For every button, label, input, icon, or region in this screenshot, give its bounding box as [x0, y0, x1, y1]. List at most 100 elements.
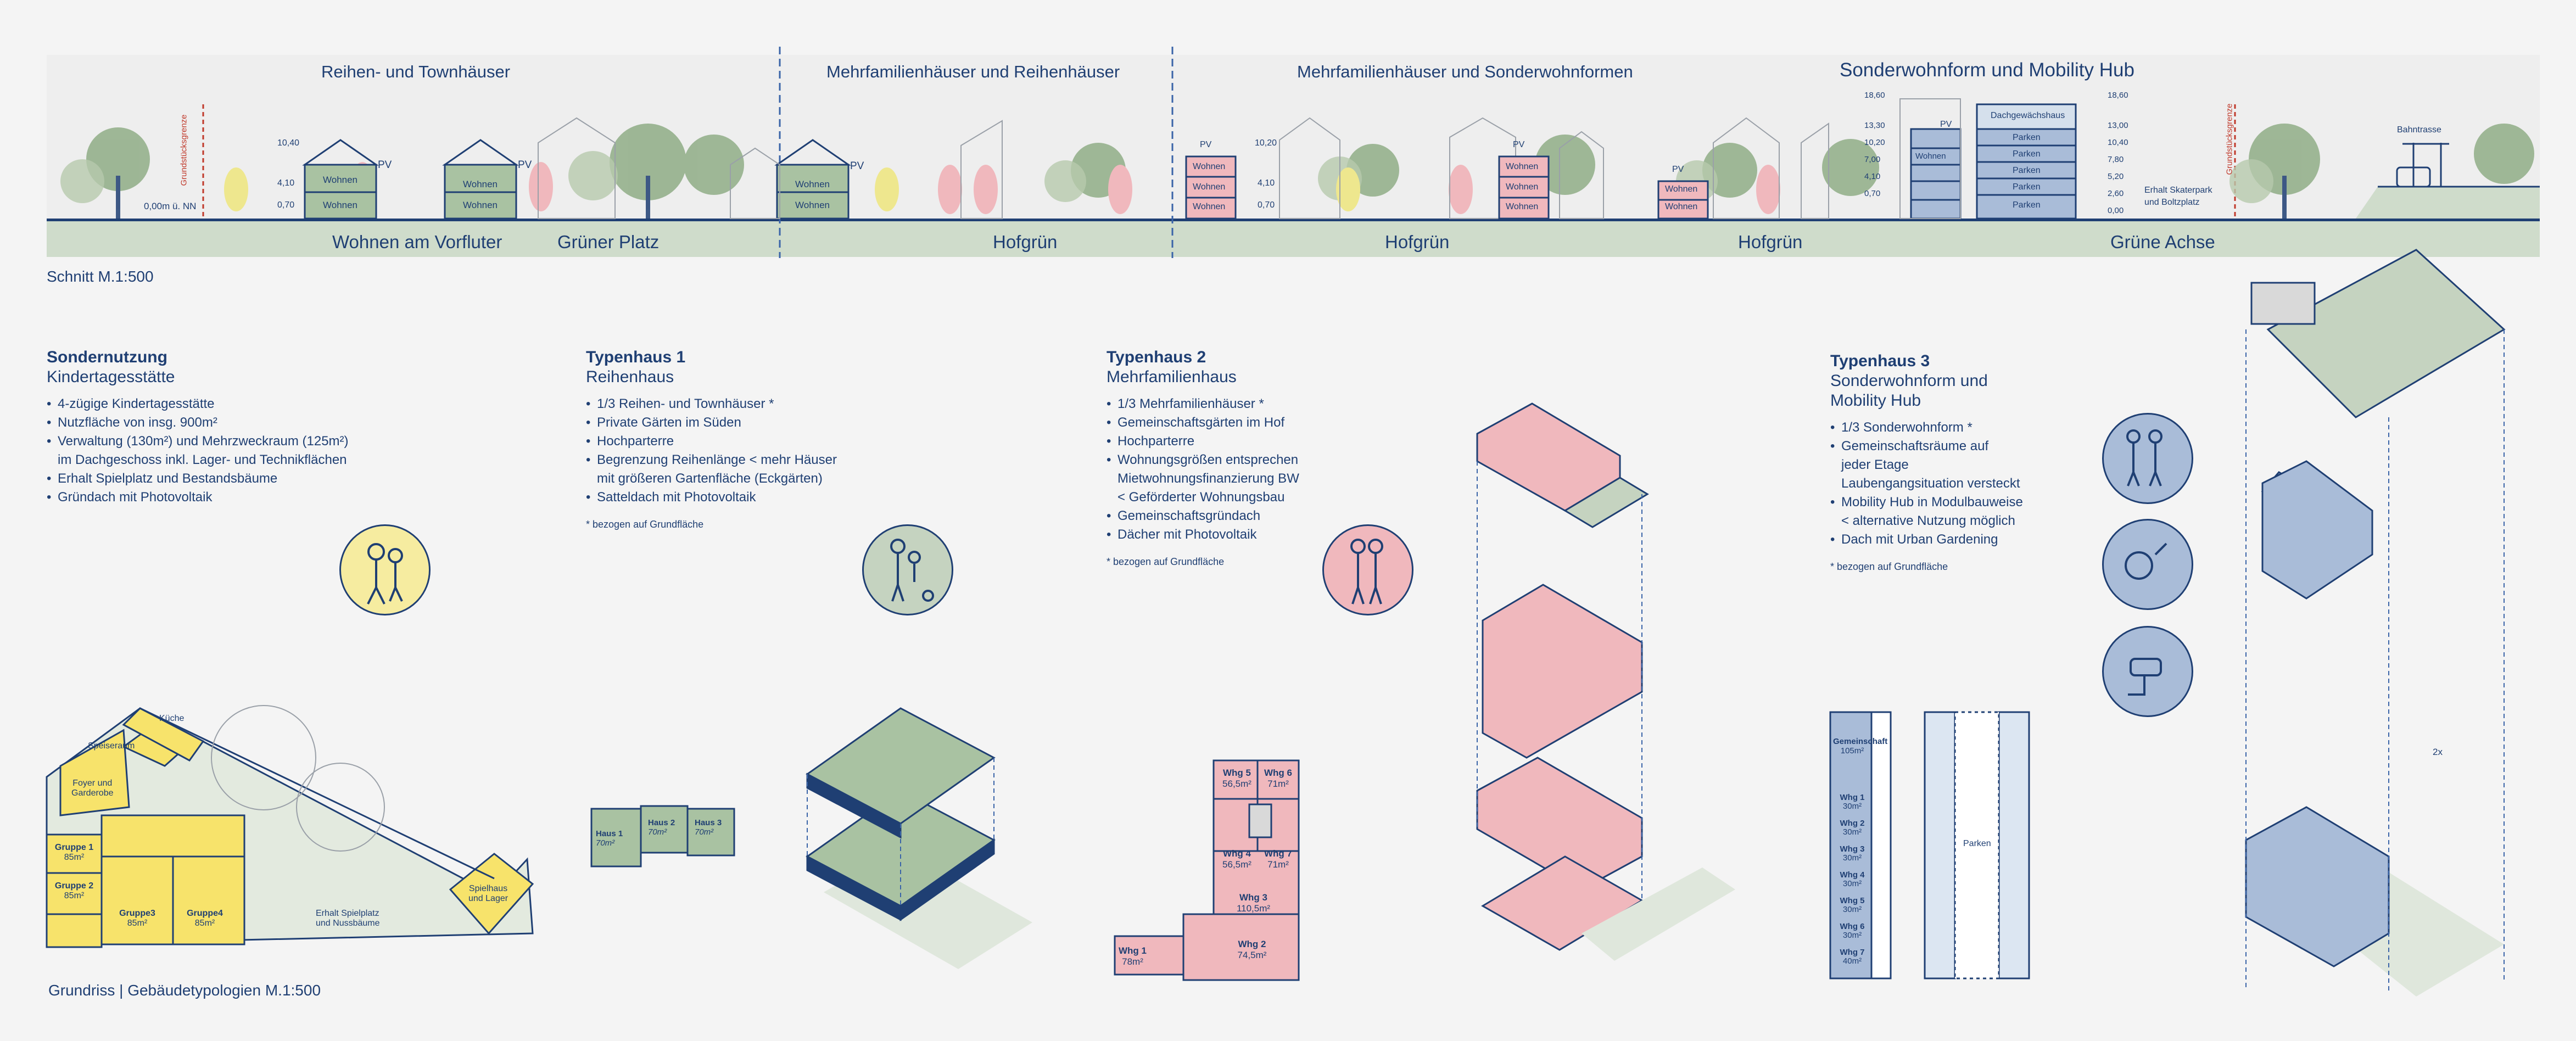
- kita-spielhaus: Spielhaus und Lager: [468, 884, 509, 903]
- hub-unit-area: 30m²: [1842, 905, 1862, 914]
- green-label-hofgruen-2: Hofgrün: [1385, 232, 1450, 252]
- axo-2x-label: 2x: [2433, 747, 2443, 757]
- section-wohnen-6b: Wohnen: [1665, 202, 1698, 211]
- block-note: * bezogen auf Grundfläche: [586, 519, 704, 530]
- couple-icon: [1322, 524, 1413, 615]
- list-item: Nutzfläche von insg. 900m²: [47, 413, 398, 432]
- section-wohnen-4c: Wohnen: [1193, 202, 1226, 211]
- hub-level-r0: 18,60: [2108, 91, 2128, 100]
- section-pv-7: PV: [1940, 120, 1952, 129]
- block-note: * bezogen auf Grundfläche: [1107, 556, 1225, 567]
- hub-levels-right: 18,60 13,00 10,40 7,80 5,20 2,60 0,00: [2108, 87, 2128, 219]
- hub-level-r6: 0,00: [2108, 206, 2124, 215]
- zone-title-mfh-sonderwohnformen: Mehrfamilienhäuser und Sonderwohnformen: [1297, 62, 1633, 81]
- children-icon: [339, 524, 431, 615]
- kita-gruppe2-area: 85m²: [64, 891, 85, 900]
- whg3-name: Whg 3: [1239, 892, 1267, 903]
- haus1-label: Haus 1 70m²: [596, 829, 623, 848]
- hub-level-l3: 7,00: [1864, 155, 1881, 164]
- family-icon: [862, 524, 953, 615]
- gardening-icon: [2102, 519, 2193, 610]
- list-item: 1/3 Sonderwohnform *: [1830, 418, 2072, 437]
- hub-unit-area: 30m²: [1842, 827, 1862, 837]
- whg2-area: 74,5m²: [1237, 950, 1267, 960]
- kita-spielplatz: Erhalt Spielplatz und Nussbäume: [316, 909, 380, 928]
- kita-gruppe4-name: Gruppe4: [187, 909, 223, 918]
- hub-level-l5: 0,70: [1864, 189, 1881, 198]
- section-wohnen-4b: Wohnen: [1193, 182, 1226, 192]
- section-wohnen-2a: Wohnen: [463, 179, 498, 189]
- haus3-area: 70m²: [695, 827, 714, 837]
- list-item: Gründach mit Photovoltaik: [47, 488, 398, 507]
- list-item: Verwaltung (130m²) und Mehrzweckraum (12…: [47, 432, 398, 469]
- hub-unit-area: 30m²: [1842, 853, 1862, 863]
- kita-gruppe3: Gruppe3 85m²: [107, 909, 167, 928]
- list-item: Gemeinschaftsgründach: [1107, 507, 1392, 525]
- zone-title-mfh-reihenhaeuser: Mehrfamilienhäuser und Reihenhäuser: [826, 62, 1120, 81]
- section-wohnen-hub: Wohnen: [1915, 152, 1946, 161]
- hub-gemeinschaft-area: 105m²: [1840, 746, 1864, 755]
- plans-caption: Grundriss | Gebäudetypologien M.1:500: [48, 982, 321, 999]
- block-typenhaus-3: Typenhaus 3 Sonderwohnform und Mobility …: [1830, 351, 2072, 573]
- whg5-name: Whg 5: [1223, 768, 1251, 778]
- hub-level-l4: 4,10: [1864, 172, 1881, 181]
- block-subtitle: Mehrfamilienhaus: [1107, 368, 1237, 386]
- whg6-name: Whg 6: [1264, 768, 1292, 778]
- section-parken-4: Parken: [2013, 182, 2041, 192]
- kita-foyer: Foyer und Garderobe: [71, 779, 114, 798]
- block-title: Sondernutzung: [47, 348, 167, 366]
- hub-unit-name: Whg 5: [1840, 896, 1865, 905]
- whg1-name: Whg 1: [1119, 945, 1147, 956]
- haus1-name: Haus 1: [596, 829, 623, 838]
- list-item: Satteldach mit Photovoltaik: [586, 488, 893, 507]
- list-item: Dächer mit Photovoltaik: [1107, 525, 1392, 544]
- section-caption: Schnitt M.1:500: [47, 268, 154, 285]
- hub-gemeinschaft: Gemeinschaft 105m²: [1833, 737, 1887, 755]
- hub-plan-parken: Parken: [1963, 839, 1991, 848]
- list-item: 1/3 Mehrfamilienhäuser *: [1107, 395, 1392, 413]
- hub-unit-area: 30m²: [1842, 931, 1862, 940]
- section-wohnen-5a: Wohnen: [1506, 162, 1539, 171]
- block-list: 1/3 Reihen- und Townhäuser * Private Gär…: [586, 395, 893, 507]
- grundstuecksgrenze-left: Grundstücksgrenze: [179, 114, 189, 186]
- section-pv-2: PV: [518, 159, 532, 171]
- list-item: 4-zügige Kindertagesstätte: [47, 395, 398, 413]
- kita-speiseraum: Speiseraum: [88, 741, 135, 751]
- kita-gruppe3-name: Gruppe3: [119, 909, 155, 918]
- whg2-name: Whg 2: [1238, 939, 1266, 949]
- block-note: * bezogen auf Grundfläche: [1830, 561, 1948, 572]
- kita-kueche: Küche: [159, 714, 185, 723]
- block-typenhaus-1: Typenhaus 1 Reihenhaus 1/3 Reihen- und T…: [586, 348, 893, 530]
- haus2-name: Haus 2: [648, 818, 675, 827]
- block-sondernutzung: Sondernutzung Kindertagesstätte 4-zügige…: [47, 348, 398, 507]
- bahntrasse-label: Bahntrasse: [2397, 125, 2441, 135]
- hub-level-l2: 10,20: [1864, 138, 1885, 147]
- haus3-name: Haus 3: [695, 818, 722, 827]
- section-parken-5: Parken: [2013, 200, 2041, 210]
- section-wohnen-1b: Wohnen: [323, 200, 358, 210]
- hub-unit-name: Whg 6: [1840, 922, 1865, 931]
- list-item: 1/3 Reihen- und Townhäuser *: [586, 395, 893, 413]
- zone-title-sonderwohnform-mobility-hub: Sonderwohnform und Mobility Hub: [1840, 59, 2134, 81]
- kita-gruppe3-area: 85m²: [127, 919, 148, 928]
- hub-unit-area: 40m²: [1842, 956, 1862, 966]
- kita-gruppe4: Gruppe4 85m²: [175, 909, 235, 928]
- haus2-area: 70m²: [648, 827, 667, 837]
- section-pv-5: PV: [1513, 140, 1525, 149]
- list-item: Gemeinschaftsgärten im Hof: [1107, 413, 1392, 432]
- whg6-area: 71m²: [1267, 779, 1289, 789]
- haus3-label: Haus 3 70m²: [695, 818, 722, 837]
- section-wohnen-5c: Wohnen: [1506, 202, 1539, 211]
- hub-unit-name: Whg 1: [1840, 793, 1865, 802]
- list-item: Begrenzung Reihenlänge < mehr Häuser mit…: [586, 451, 893, 488]
- list-item: Gemeinschaftsräume auf jeder Etage Laube…: [1830, 437, 2072, 493]
- section-parken-1: Parken: [2013, 133, 2041, 142]
- nn-label: 0,00m ü. NN: [144, 201, 197, 211]
